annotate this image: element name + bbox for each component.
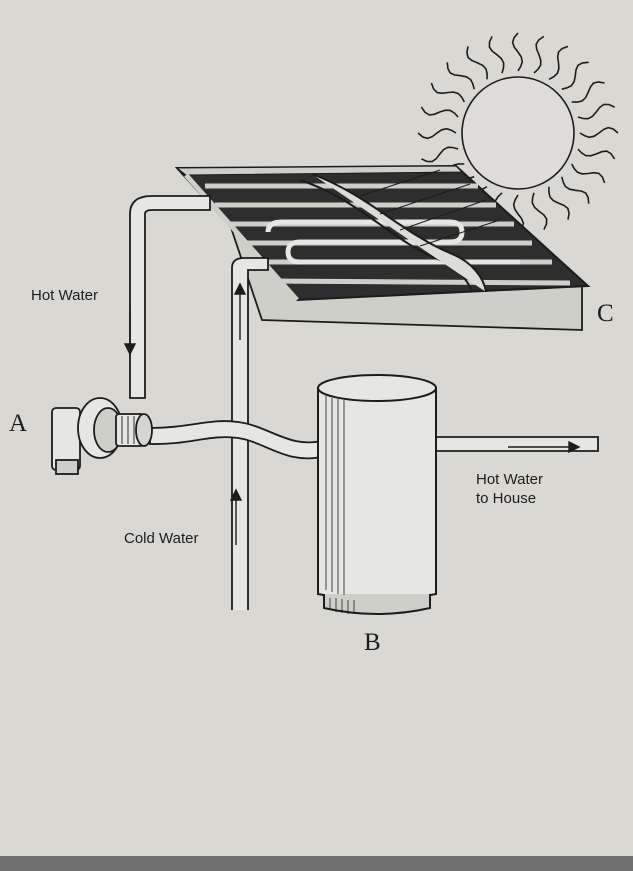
hot-water-to-house-line1: Hot Water <box>476 471 543 488</box>
hot-water-to-house-label: Hot Water to House <box>476 470 543 508</box>
sun-ray <box>577 148 616 160</box>
sun-ray <box>533 35 545 74</box>
hot-water-to-house-line2: to House <box>476 490 537 507</box>
sun-ray <box>570 163 606 184</box>
bottom-edge-bar <box>0 856 633 871</box>
sun-ray <box>571 81 605 103</box>
cold-water-label: Cold Water <box>124 530 199 547</box>
solar-collector-panel <box>174 164 591 331</box>
sun-ray <box>577 103 615 120</box>
storage-tank-icon <box>317 374 437 615</box>
component-b-label: B <box>364 629 381 656</box>
hot-water-label: Hot Water <box>31 287 98 304</box>
sun-ray <box>417 127 457 140</box>
flow-arrow-icon <box>123 282 581 545</box>
sun-ray <box>561 176 590 204</box>
sun-ray <box>430 82 466 103</box>
sun-ray <box>446 62 475 90</box>
pump-icon <box>51 397 153 475</box>
sun-ray <box>420 106 459 118</box>
component-a-label: A <box>9 410 28 437</box>
sun-ray <box>531 192 548 230</box>
sun-ray <box>488 36 505 74</box>
sun-ray <box>548 186 570 220</box>
sun-ray <box>548 45 569 81</box>
sun-ray <box>421 146 459 163</box>
component-c-label: C <box>597 300 614 327</box>
sun-ray <box>466 46 488 80</box>
sun-ray <box>561 61 589 90</box>
sun-ray <box>511 32 524 72</box>
sun-ray <box>579 126 619 139</box>
